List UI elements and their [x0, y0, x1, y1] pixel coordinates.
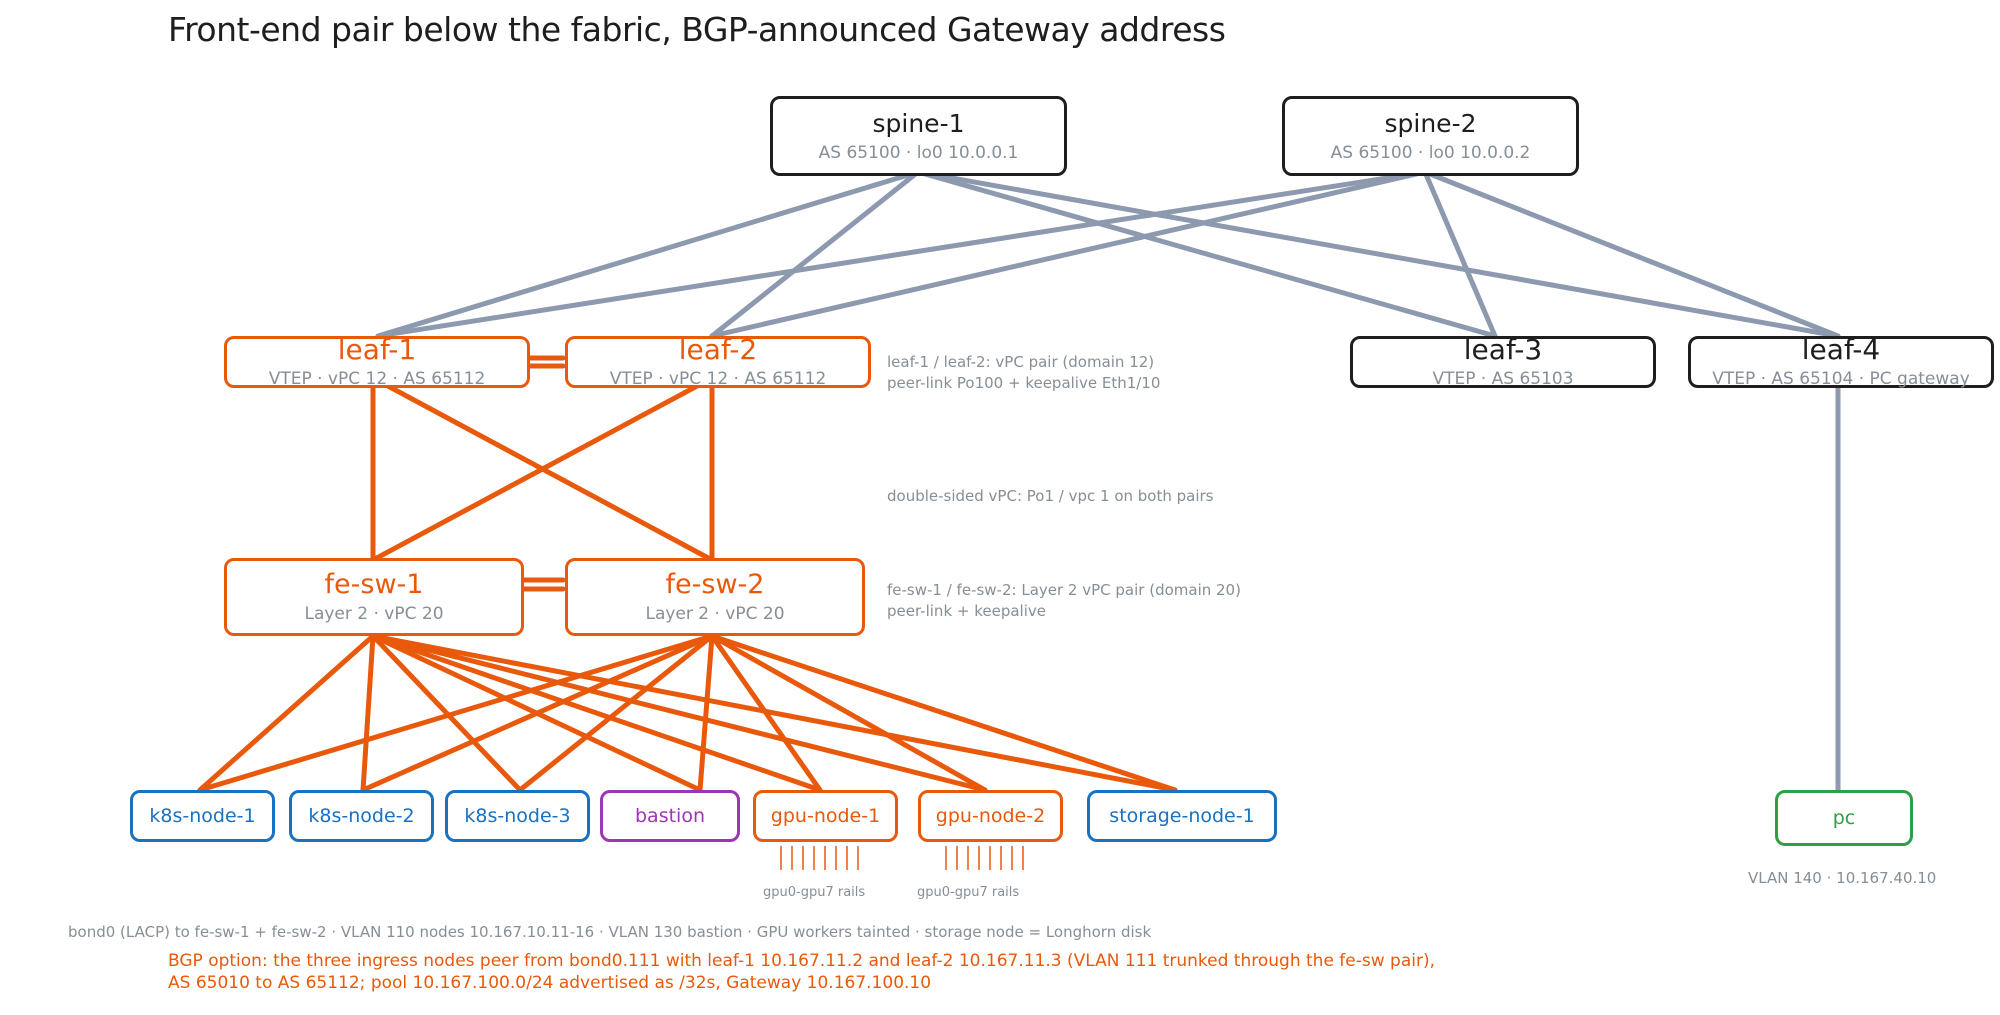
diagram-title: Front-end pair below the fabric, BGP-ann…	[168, 10, 1226, 49]
fe-pair-note: fe-sw-1 / fe-sw-2: Layer 2 vPC pair (dom…	[887, 580, 1241, 622]
spine-links	[375, 169, 1841, 339]
node-bastion[interactable]: bastion	[600, 790, 740, 842]
node-name: bastion	[635, 805, 705, 827]
link-spine1-leaf2	[709, 169, 921, 339]
link-fesw1-gpu1	[370, 633, 823, 793]
bgp-note-line1: BGP option: the three ingress nodes peer…	[168, 951, 1436, 971]
link-spine2-leaf2	[709, 169, 1428, 339]
link-fesw2-gpu1	[709, 633, 823, 793]
leaf-pair-note-line2: peer-link Po100 + keepalive Eth1/10	[887, 374, 1161, 392]
link-fesw2-k8s2	[360, 633, 715, 793]
leaf-pair-note-line1: leaf-1 / leaf-2: vPC pair (domain 12)	[887, 353, 1155, 371]
node-name: storage-node-1	[1109, 805, 1255, 827]
node-details: Layer 2 · vPC 20	[304, 603, 444, 624]
node-name: gpu-node-2	[935, 805, 1046, 827]
node-gpu-node-2[interactable]: gpu-node-2	[918, 790, 1063, 842]
link-spine2-leaf4	[1422, 169, 1841, 339]
node-name: leaf-2	[678, 332, 758, 366]
link-fesw2-gpu2	[709, 633, 988, 793]
link-spine1-leaf1	[375, 169, 921, 339]
link-spine2-leaf3	[1422, 169, 1498, 339]
link-leaf2-fesw1	[370, 375, 715, 563]
link-spine1-leaf3	[915, 169, 1498, 339]
frontend-links	[197, 355, 1178, 793]
node-pc[interactable]: pc	[1775, 790, 1913, 846]
node-gpu-node-1[interactable]: gpu-node-1	[753, 790, 898, 842]
link-fesw1-storage1	[370, 633, 1178, 793]
node-leaf-1[interactable]: leaf-1 VTEP · vPC 12 · AS 65112	[224, 332, 530, 389]
node-k8s-node-2[interactable]: k8s-node-2	[289, 790, 434, 842]
link-fesw2-storage1	[709, 633, 1178, 793]
node-name: spine-1	[872, 108, 965, 138]
gpu2-rail-ticks	[945, 846, 1024, 870]
node-name: pc	[1832, 807, 1856, 829]
fe-pair-note-line2: peer-link + keepalive	[887, 602, 1046, 620]
node-spine-2[interactable]: spine-2 AS 65100 · lo0 10.0.0.2	[1282, 96, 1579, 176]
node-k8s-node-3[interactable]: k8s-node-3	[445, 790, 590, 842]
bgp-note-line2: AS 65010 to AS 65112; pool 10.167.100.0/…	[168, 973, 932, 993]
link-fesw1-gpu2	[370, 633, 988, 793]
double-sided-vpc-note: double-sided vPC: Po1 / vpc 1 on both pa…	[887, 487, 1214, 505]
node-fe-sw-2[interactable]: fe-sw-2 Layer 2 · vPC 20	[565, 558, 865, 636]
node-name: gpu-node-1	[770, 805, 881, 827]
link-fesw1-k8s3	[370, 633, 523, 793]
node-details: VTEP · AS 65103	[1432, 368, 1574, 389]
bond-note: bond0 (LACP) to fe-sw-1 + fe-sw-2 · VLAN…	[68, 923, 1152, 941]
node-name: leaf-1	[337, 332, 417, 366]
pc-vlan-note: VLAN 140 · 10.167.40.10	[1748, 869, 1937, 887]
node-name: leaf-4	[1801, 332, 1881, 366]
link-fesw2-k8s3	[517, 633, 715, 793]
link-fesw2-bastion	[697, 633, 715, 793]
bgp-option-note: BGP option: the three ingress nodes peer…	[168, 950, 1435, 994]
node-leaf-4[interactable]: leaf-4 VTEP · AS 65104 · PC gateway	[1688, 332, 1994, 389]
node-details: Layer 2 · vPC 20	[645, 603, 785, 624]
node-spine-1[interactable]: spine-1 AS 65100 · lo0 10.0.0.1	[770, 96, 1067, 176]
link-fesw1-k8s1	[197, 633, 376, 793]
node-name: k8s-node-2	[308, 805, 415, 827]
link-spine2-leaf1	[375, 169, 1428, 339]
gpu1-rails-label: gpu0-gpu7 rails	[763, 885, 866, 900]
gpu1-rail-ticks	[780, 846, 859, 870]
node-details: AS 65100 · lo0 10.0.0.1	[818, 142, 1019, 163]
node-fe-sw-1[interactable]: fe-sw-1 Layer 2 · vPC 20	[224, 558, 524, 636]
node-storage-node-1[interactable]: storage-node-1	[1087, 790, 1277, 842]
leaf-pair-note: leaf-1 / leaf-2: vPC pair (domain 12) pe…	[887, 352, 1160, 394]
node-details: VTEP · vPC 12 · AS 65112	[609, 368, 827, 389]
node-name: spine-2	[1384, 108, 1477, 138]
node-name: k8s-node-1	[149, 805, 256, 827]
node-name: fe-sw-2	[665, 568, 765, 600]
node-details: AS 65100 · lo0 10.0.0.2	[1330, 142, 1531, 163]
node-name: k8s-node-3	[464, 805, 571, 827]
node-k8s-node-1[interactable]: k8s-node-1	[130, 790, 275, 842]
link-fesw1-k8s2	[360, 633, 376, 793]
link-spine1-leaf4	[915, 169, 1841, 339]
gpu2-rails-label: gpu0-gpu7 rails	[917, 885, 1020, 900]
link-fesw2-k8s1	[197, 633, 715, 793]
node-details: VTEP · vPC 12 · AS 65112	[268, 368, 486, 389]
node-name: fe-sw-1	[324, 568, 424, 600]
node-name: leaf-3	[1463, 332, 1543, 366]
node-leaf-2[interactable]: leaf-2 VTEP · vPC 12 · AS 65112	[565, 332, 871, 389]
fe-pair-note-line1: fe-sw-1 / fe-sw-2: Layer 2 vPC pair (dom…	[887, 581, 1241, 599]
node-leaf-3[interactable]: leaf-3 VTEP · AS 65103	[1350, 332, 1656, 389]
node-details: VTEP · AS 65104 · PC gateway	[1712, 368, 1970, 389]
